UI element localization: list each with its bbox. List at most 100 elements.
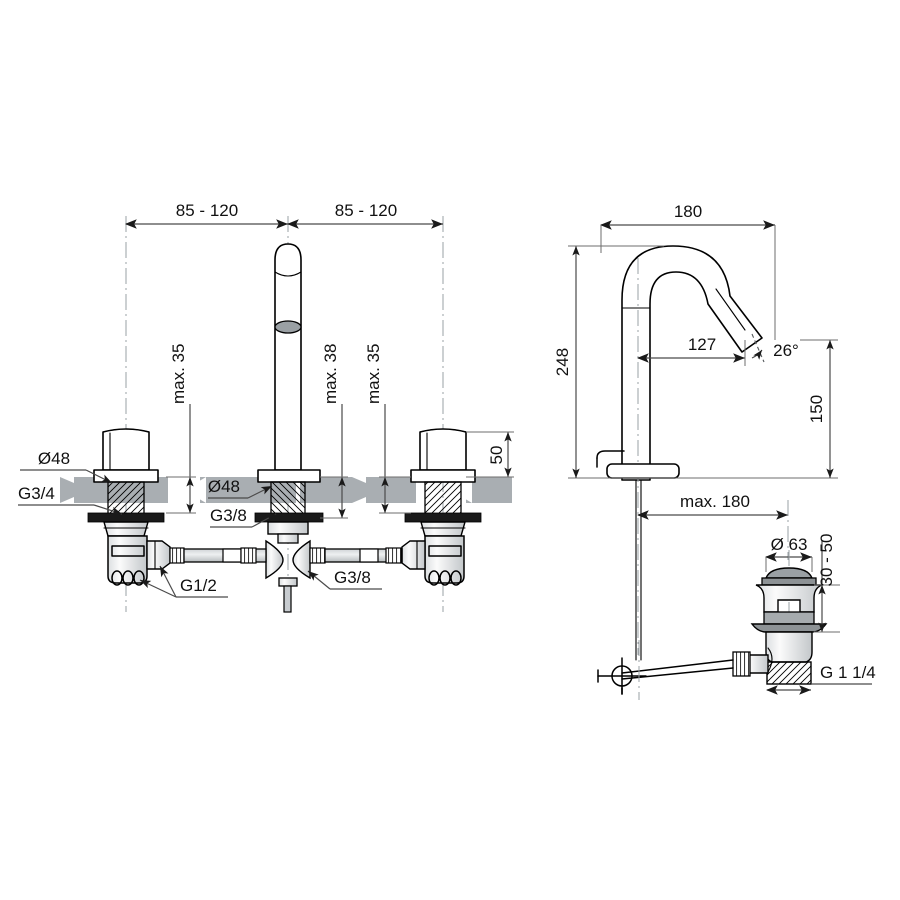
callout-leader-g34 [93, 504, 123, 515]
left-union-nut [146, 540, 171, 570]
right-valve-body [424, 535, 465, 584]
plan-assembly-view: 85 - 120 85 - 120 [18, 201, 514, 613]
spout-tip-seam [715, 288, 746, 331]
right-union-nut [401, 540, 426, 570]
waste-lower-body [765, 631, 813, 663]
dimension-max180: max. 180 [636, 492, 789, 560]
center-tee-bottom [278, 577, 298, 587]
callout-label-g114: G 1 1/4 [820, 663, 876, 682]
spout-body-group [621, 245, 763, 481]
callout-g38-left: G3/8 [210, 506, 277, 528]
popup-cap-rim [761, 577, 817, 586]
dimension-angle26: 26° [751, 333, 799, 363]
callout-dia48-center: Ø48 [208, 477, 273, 499]
right-lock-washer [404, 512, 482, 523]
callout-label-g34: G3/4 [18, 484, 55, 503]
ball-rod-nut [732, 651, 751, 677]
callout-g12: G1/2 [139, 565, 228, 598]
dimension-max35-left: max. 35 [166, 344, 196, 514]
dimension-label-proj127: 127 [688, 335, 716, 354]
hose-ferrule-r1 [309, 547, 326, 564]
angle-arc [751, 349, 763, 360]
surface-segment-4 [366, 477, 416, 503]
left-valve-ports [111, 570, 145, 586]
surface-break-4 [462, 477, 472, 503]
right-escutcheon [410, 469, 476, 483]
right-handle-top-curve [419, 428, 467, 433]
side-elevation-view: 180 248 [553, 202, 838, 661]
callout-leader-g12-b [159, 565, 177, 598]
callout-g38-right: G3/8 [307, 568, 382, 590]
callout-label-dia48-center: Ø48 [208, 477, 240, 496]
center-threaded-shank [270, 481, 306, 516]
callout-leader-g38-right [307, 570, 331, 590]
callout-leader-g12-a [139, 579, 177, 598]
dimension-label-spread-right: 85 - 120 [335, 201, 397, 220]
dimension-label-height248: 248 [553, 348, 572, 376]
right-valve-ports [428, 570, 462, 586]
dimension-label-dia63: Ø 63 [771, 535, 808, 554]
dimension-label-thickness3050: 30 - 50 [817, 534, 836, 587]
center-tee-top [277, 533, 299, 544]
left-lock-washer [87, 512, 165, 523]
center-spout-assembly [254, 243, 324, 613]
riser-group [635, 258, 642, 661]
right-valve-assembly [401, 428, 482, 586]
center-spout-ring [274, 320, 302, 334]
dimension-label-max38: max. 38 [321, 344, 340, 404]
lever-handle [596, 450, 625, 459]
dimension-max38-center: max. 38 [320, 344, 348, 519]
callout-leader-dia48-center [247, 485, 273, 499]
callout-label-g38-left: G3/8 [210, 506, 247, 525]
waste-body-group [732, 567, 828, 685]
waste-flange [750, 623, 828, 633]
surface-break-left [60, 477, 74, 503]
dimension-thickness3050: 30 - 50 [814, 534, 840, 633]
left-threaded-shank [107, 481, 145, 516]
left-handle-top-curve [102, 428, 150, 433]
callout-label-dia48-left: Ø48 [38, 449, 70, 468]
center-tee-stem [283, 585, 292, 613]
waste-upper-body [755, 584, 823, 613]
callout-leader-dia48-left [85, 469, 113, 484]
dimension-label-height50: 50 [487, 446, 506, 465]
surface-break-3 [352, 477, 366, 503]
base-plate [606, 463, 680, 479]
center-spout-top-ring [274, 271, 302, 277]
right-lock-nut [420, 521, 466, 537]
center-spout-body [274, 243, 302, 471]
waste-seal-washer [763, 611, 815, 625]
left-lock-nut [103, 521, 149, 537]
center-lock-nut [267, 521, 309, 535]
center-tee-right [292, 539, 311, 580]
surface-break-2 [196, 477, 206, 503]
dimension-label-height150: 150 [807, 395, 826, 423]
hose-ferrule-l1 [169, 547, 185, 564]
waste-threaded-tail [766, 661, 812, 685]
lift-rod-linkage [597, 640, 734, 700]
dimension-spread-right: 85 - 120 [286, 201, 443, 229]
callout-label-g38-right: G3/8 [334, 568, 371, 587]
callout-g114: G 1 1/4 [765, 663, 876, 695]
left-valve-detail [111, 545, 145, 557]
center-escutcheon [257, 469, 321, 483]
angle-reference-line [751, 333, 765, 363]
center-lock-washer [254, 512, 324, 523]
right-valve-detail [428, 545, 462, 557]
dimension-label-max35-left: max. 35 [169, 344, 188, 404]
dimension-label-reach180: 180 [674, 202, 702, 221]
dimension-label-max35-right: max. 35 [364, 344, 383, 404]
callout-g34: G3/4 [18, 484, 123, 515]
waste-body-curve [767, 647, 773, 673]
popup-cap [764, 567, 814, 579]
left-escutcheon [93, 469, 159, 483]
hose-ferrule-l2 [240, 547, 257, 564]
callout-label-g12: G1/2 [180, 576, 217, 595]
center-tee-left [265, 539, 284, 580]
dimension-max35-right: max. 35 [364, 344, 411, 514]
hose-ferrule-r2 [385, 547, 402, 564]
dimension-label-angle26: 26° [773, 341, 799, 360]
right-threaded-shank [424, 481, 462, 516]
